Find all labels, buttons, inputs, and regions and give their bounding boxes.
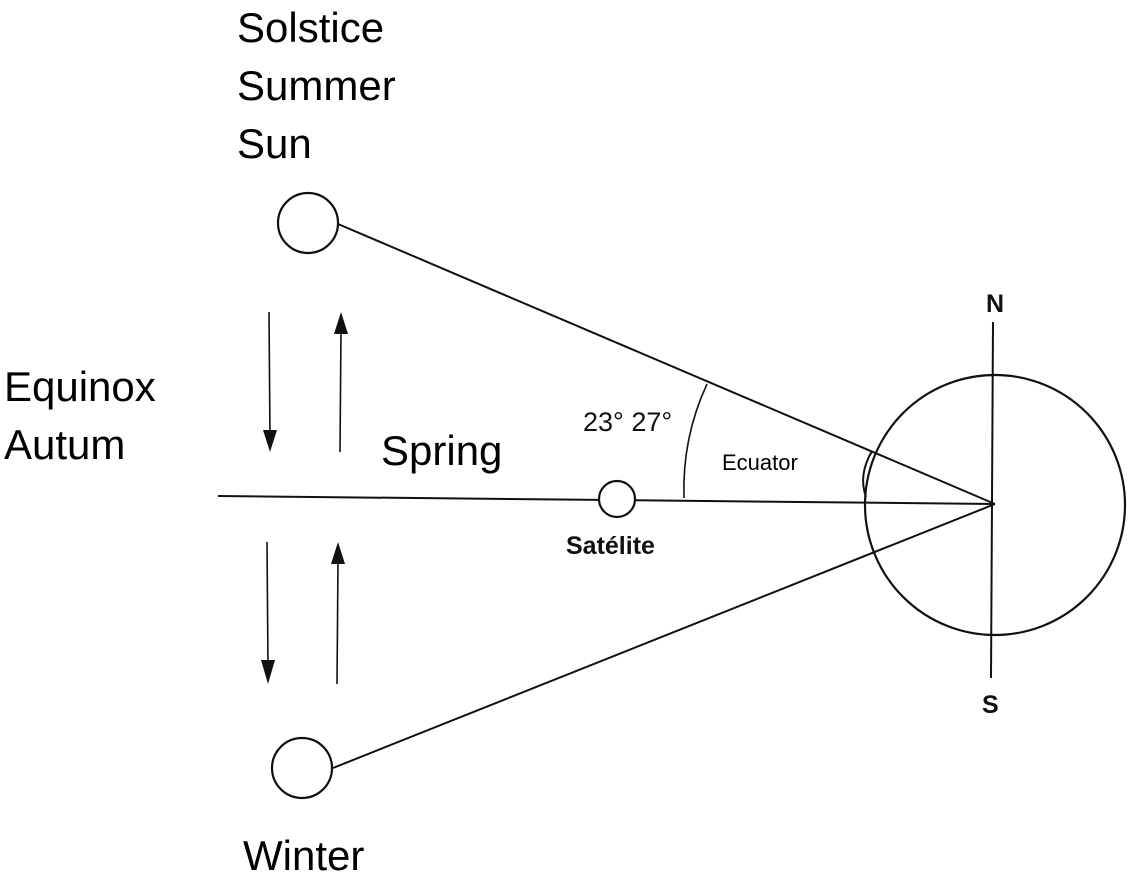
angle-arc bbox=[683, 383, 708, 499]
summer-label-line2: Summer bbox=[237, 62, 396, 109]
lower-up-arrowhead bbox=[331, 542, 345, 564]
lower-down-arrow-shaft bbox=[266, 541, 269, 669]
summer-label-line1: Solstice bbox=[237, 4, 384, 51]
equator-label: Ecuator bbox=[722, 450, 798, 475]
satellite-circle bbox=[597, 479, 637, 519]
upper-up-arrow-shaft bbox=[339, 329, 342, 453]
winter-sun-ray bbox=[332, 503, 996, 769]
upper-down-arrow-shaft bbox=[268, 311, 271, 439]
south-label: S bbox=[982, 691, 999, 719]
winter-label: Winter bbox=[243, 832, 364, 877]
equator-arc bbox=[862, 450, 873, 498]
north-label: N bbox=[986, 290, 1004, 318]
angle-label: 23° 27° bbox=[583, 407, 672, 437]
lower-up-arrow-shaft bbox=[336, 561, 339, 685]
upper-up-arrowhead bbox=[334, 312, 348, 334]
lower-down-arrowhead bbox=[261, 660, 275, 684]
earth-axis bbox=[990, 321, 994, 679]
upper-down-arrowhead bbox=[263, 430, 277, 452]
equinox-label-line2: Autum bbox=[4, 421, 125, 468]
summer-sun-ray bbox=[337, 223, 996, 505]
winter-sun-circle bbox=[270, 736, 334, 800]
spring-label: Spring bbox=[381, 427, 502, 474]
satellite-label: Satélite bbox=[566, 532, 655, 560]
summer-sun-circle bbox=[276, 191, 340, 255]
equinox-label-line1: Equinox bbox=[4, 363, 156, 410]
summer-label-line3: Sun bbox=[237, 120, 312, 167]
